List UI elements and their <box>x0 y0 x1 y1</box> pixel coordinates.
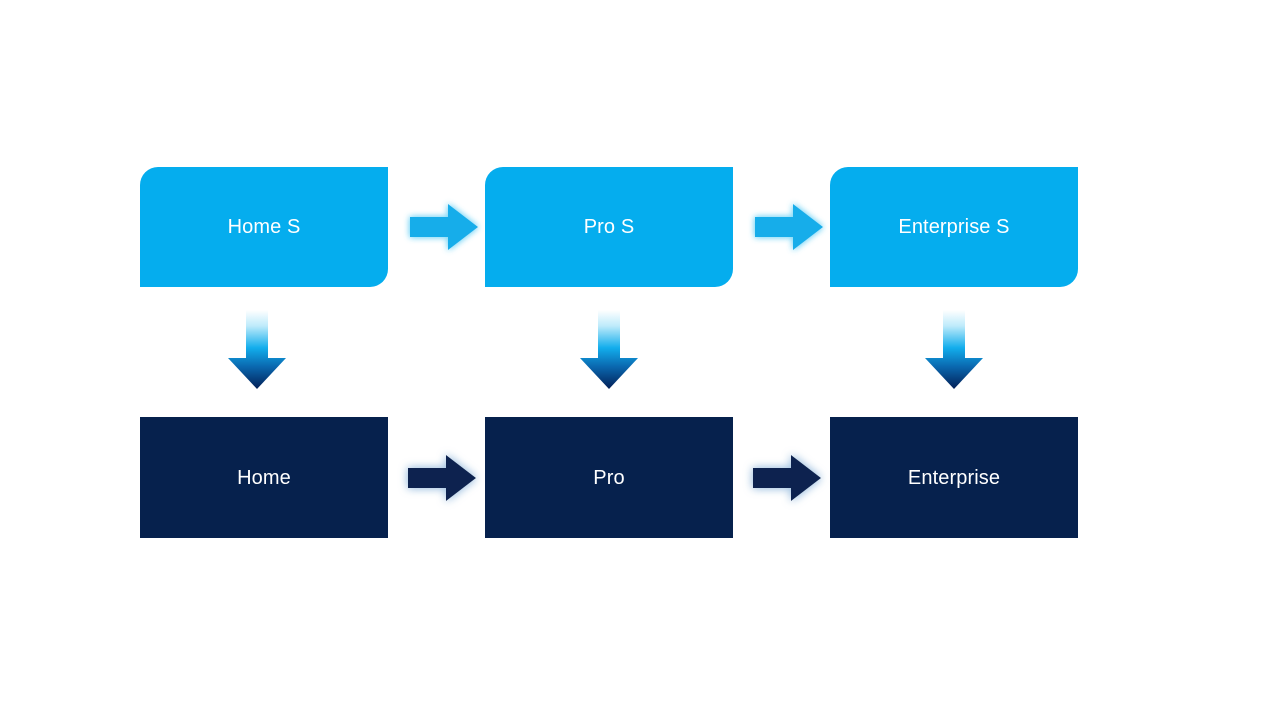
arrow-home-s-to-home[interactable] <box>228 310 286 390</box>
node-enterprise-s[interactable]: Enterprise S <box>830 167 1078 287</box>
arrow-home-s-to-pro-s[interactable] <box>410 202 478 252</box>
node-home-s[interactable]: Home S <box>140 167 388 287</box>
node-label-home-s: Home S <box>227 216 301 238</box>
node-pro-s[interactable]: Pro S <box>485 167 733 287</box>
arrow-pro-s-to-pro[interactable] <box>580 310 638 390</box>
arrow-pro-s-to-enterprise-s[interactable] <box>755 202 823 252</box>
node-label-enterprise-s: Enterprise S <box>898 216 1010 238</box>
node-label-pro: Pro <box>593 466 625 489</box>
node-label-enterprise: Enterprise <box>907 466 1001 489</box>
node-enterprise[interactable]: Enterprise <box>830 417 1078 538</box>
node-home[interactable]: Home <box>140 417 388 538</box>
arrow-home-to-pro[interactable] <box>408 453 476 503</box>
arrow-enterprise-s-to-enterprise[interactable] <box>925 310 983 390</box>
node-label-home: Home <box>237 466 291 489</box>
node-label-pro-s: Pro S <box>583 216 635 238</box>
arrow-pro-to-enterprise[interactable] <box>753 453 821 503</box>
node-pro[interactable]: Pro <box>485 417 733 538</box>
